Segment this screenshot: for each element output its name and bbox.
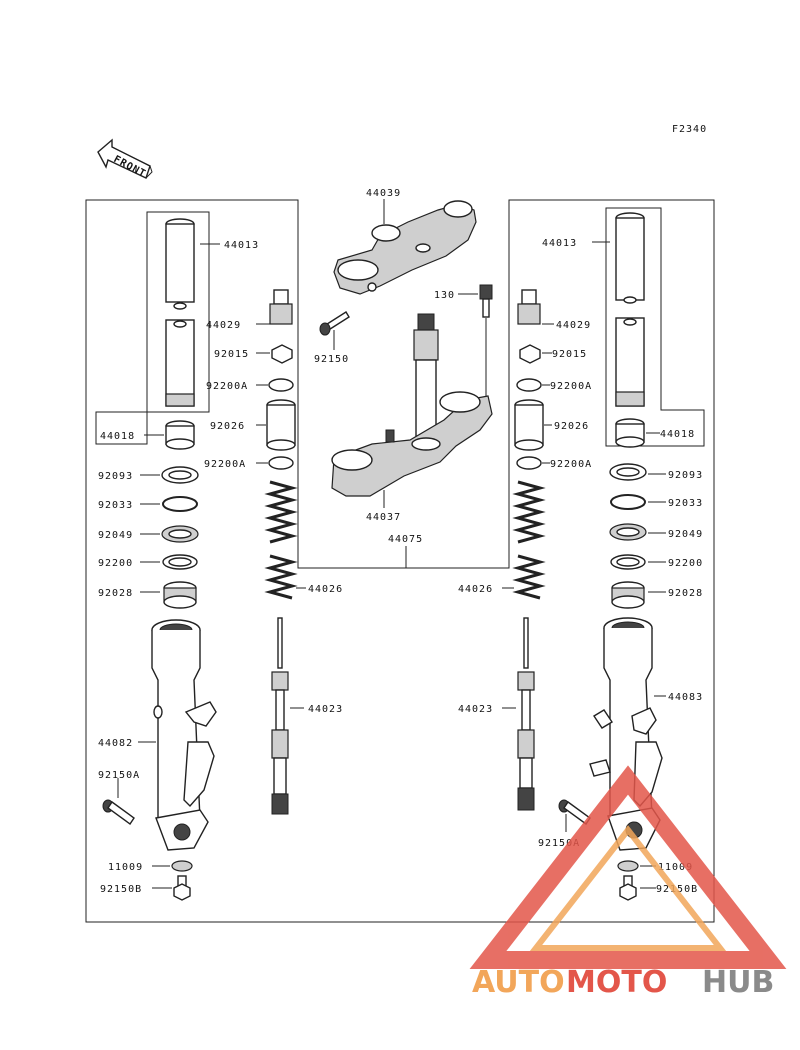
- right-callout-44013: 44013: [542, 238, 577, 249]
- right-gasket-11009: [617, 860, 639, 872]
- left-callout-92150A: 92150A: [98, 770, 140, 781]
- steering-stem: [331, 313, 493, 497]
- right-spring-44026: [512, 480, 546, 600]
- automotohub-logo: [469, 765, 787, 969]
- left-outer-tube: [151, 619, 217, 851]
- left-spacer-92026: [266, 399, 296, 451]
- right-fork-tube: [615, 212, 645, 407]
- left-circlip-92033: [162, 496, 198, 512]
- left-callout-44023: 44023: [308, 704, 343, 715]
- left-callout-92033: 92033: [98, 500, 133, 511]
- right-damper-rod: [517, 617, 535, 811]
- left-callout-92150B: 92150B: [100, 884, 142, 895]
- right-callout-92093: 92093: [668, 470, 703, 481]
- callout-92150: 92150: [314, 354, 349, 365]
- left-callout-92015: 92015: [214, 349, 249, 360]
- right-callout-44018: 44018: [660, 429, 695, 440]
- callout-130: 130: [434, 290, 455, 301]
- left-callout-92200: 92200: [98, 558, 133, 569]
- left-bushing-92028: [163, 581, 197, 609]
- left-bushing-44018: [165, 420, 195, 450]
- left-damper-rod: [271, 617, 289, 815]
- left-oil-seal-92093: [161, 466, 199, 484]
- left-callout-92026: 92026: [210, 421, 245, 432]
- figure-code: F2340: [672, 124, 707, 135]
- left-callout-44018: 44018: [100, 431, 135, 442]
- right-cap-bolt: [517, 289, 541, 325]
- right-bushing-44018: [615, 418, 645, 448]
- callout-44075: 44075: [388, 534, 423, 545]
- left-callout-44029: 44029: [206, 320, 241, 331]
- left-callout-92028: 92028: [98, 588, 133, 599]
- left-callout-92200A-1: 92200A: [206, 381, 248, 392]
- right-callout-92015: 92015: [552, 349, 587, 360]
- right-washer-92200: [610, 554, 646, 570]
- left-drain-bolt-92150B: [173, 875, 191, 901]
- right-callout-44029: 44029: [556, 320, 591, 331]
- front-arrow-icon: FRONT: [97, 138, 153, 180]
- right-callout-44026: 44026: [458, 584, 493, 595]
- right-tube-box: [605, 207, 705, 447]
- callout-44039: 44039: [366, 188, 401, 199]
- right-callout-92200: 92200: [668, 558, 703, 569]
- right-callout-92049: 92049: [668, 529, 703, 540]
- left-callout-44026: 44026: [308, 584, 343, 595]
- right-washer-2: [516, 456, 542, 470]
- upper-bracket: [333, 200, 477, 295]
- left-axle-bolt-92150A: [102, 799, 135, 825]
- left-tube-box: [95, 211, 210, 445]
- watermark-hub: HUB: [702, 965, 774, 1000]
- left-gasket-11009: [171, 860, 193, 872]
- right-callout-92033: 92033: [668, 498, 703, 509]
- left-callout-44082: 44082: [98, 738, 133, 749]
- right-circlip-92033: [610, 494, 646, 510]
- bolt-130-icon: [479, 284, 493, 318]
- right-spacer-92026: [514, 399, 544, 451]
- right-callout-92200A-1: 92200A: [550, 381, 592, 392]
- right-callout-44023: 44023: [458, 704, 493, 715]
- left-callout-92049: 92049: [98, 530, 133, 541]
- left-callout-11009: 11009: [108, 862, 143, 873]
- right-seal-92049: [609, 523, 647, 541]
- left-washer-2: [268, 456, 294, 470]
- left-callout-44013: 44013: [224, 240, 259, 251]
- bolt-92150-icon: [319, 311, 350, 336]
- left-washer-1: [268, 378, 294, 392]
- right-callout-92150A: 92150A: [538, 838, 580, 849]
- left-callout-92200A-2: 92200A: [204, 459, 246, 470]
- right-oil-seal-92093: [609, 463, 647, 481]
- right-bushing-92028: [611, 581, 645, 609]
- right-callout-92200A-2: 92200A: [550, 459, 592, 470]
- left-seal-92049: [161, 525, 199, 543]
- left-nut-92015: [271, 344, 293, 364]
- watermark-moto: MOTO: [566, 965, 667, 1000]
- right-nut-92015: [519, 344, 541, 364]
- right-washer-1: [516, 378, 542, 392]
- watermark-auto: AUTO: [472, 965, 565, 1000]
- left-cap-bolt: [269, 289, 293, 325]
- left-washer-92200: [162, 554, 198, 570]
- right-callout-44083: 44083: [668, 692, 703, 703]
- right-callout-92028: 92028: [668, 588, 703, 599]
- left-spring-44026: [264, 480, 298, 600]
- right-callout-92026: 92026: [554, 421, 589, 432]
- right-drain-bolt-92150B: [619, 875, 637, 901]
- assembly-frame: [85, 199, 715, 923]
- callout-44037: 44037: [366, 512, 401, 523]
- left-callout-92093: 92093: [98, 471, 133, 482]
- left-fork-tube: [165, 218, 195, 407]
- right-callout-11009: 11009: [658, 862, 693, 873]
